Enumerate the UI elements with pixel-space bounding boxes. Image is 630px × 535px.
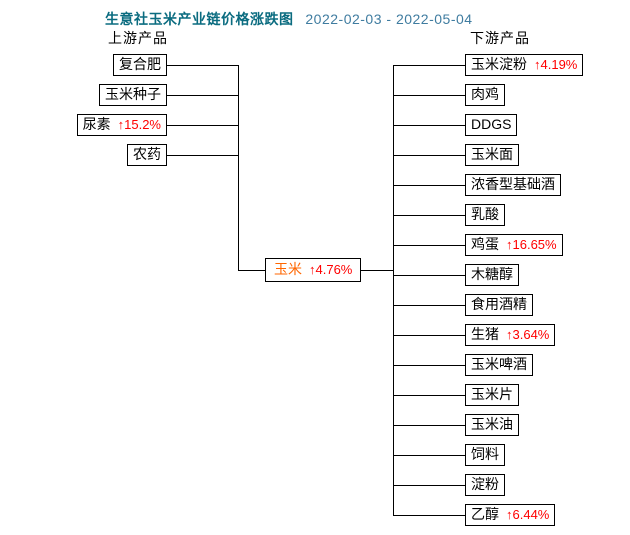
downstream-node[interactable]: 乳酸 [465,204,505,226]
downstream-node[interactable]: 玉米片 [465,384,519,406]
node-label: 肉鸡 [471,86,499,102]
downstream-section-label: 下游产品 [470,30,530,46]
node-label: DDGS [471,116,512,132]
node-label: 鸡蛋 [471,236,499,252]
diagram-title: 生意社玉米产业链价格涨跌图 [105,11,294,27]
node-label: 尿素 [82,116,111,132]
price-change: ↑3.64% [506,327,550,342]
node-label: 浓香型基础酒 [471,176,555,192]
upstream-node[interactable]: 复合肥 [113,54,167,76]
downstream-node[interactable]: 食用酒精 [465,294,533,316]
price-change: ↑16.65% [506,237,557,252]
downstream-node[interactable]: 肉鸡 [465,84,505,106]
node-label: 农药 [133,146,161,162]
upstream-node[interactable]: 玉米种子 [99,84,167,106]
node-label: 淀粉 [471,476,499,492]
price-change: ↑6.44% [506,507,550,522]
downstream-node[interactable]: 玉米啤酒 [465,354,533,376]
node-label: 食用酒精 [471,296,527,312]
upstream-node[interactable]: 农药 [127,144,167,166]
price-change: ↑4.76% [309,262,353,277]
node-label: 饲料 [471,446,499,462]
node-label: 玉米啤酒 [471,356,527,372]
node-label: 复合肥 [119,56,161,72]
node-label: 玉米油 [471,416,513,432]
node-label: 乳酸 [471,206,499,222]
date-range: 2022-02-03 - 2022-05-04 [305,11,473,27]
node-label: 木糖醇 [471,266,513,282]
node-label: 玉米淀粉 [471,56,527,72]
downstream-node[interactable]: 饲料 [465,444,505,466]
upstream-section-label: 上游产品 [108,30,168,46]
downstream-node[interactable]: 玉米面 [465,144,519,166]
price-change: ↑4.19% [534,57,578,72]
node-label: 玉米面 [471,146,513,162]
node-label: 玉米 [274,261,302,277]
price-change: ↑15.2% [117,117,161,132]
node-label: 生猪 [471,326,499,342]
node-label: 玉米种子 [105,86,161,102]
downstream-node[interactable]: 淀粉 [465,474,505,496]
downstream-node[interactable]: DDGS [465,114,518,136]
node-label: 玉米片 [471,386,513,402]
downstream-node[interactable]: 浓香型基础酒 [465,174,561,196]
node-label: 乙醇 [471,506,499,522]
downstream-node[interactable]: 鸡蛋 ↑16.65% [465,234,563,256]
downstream-node[interactable]: 乙醇 ↑6.44% [465,504,556,526]
page-title: 生意社玉米产业链价格涨跌图 2022-02-03 - 2022-05-04 [105,9,473,29]
upstream-node[interactable]: 尿素 ↑15.2% [76,114,167,136]
downstream-node[interactable]: 木糖醇 [465,264,519,286]
downstream-node[interactable]: 玉米淀粉 ↑4.19% [465,54,584,76]
downstream-node[interactable]: 生猪 ↑3.64% [465,324,556,346]
downstream-node[interactable]: 玉米油 [465,414,519,436]
center-node-corn[interactable]: 玉米 ↑4.76% [265,258,362,282]
